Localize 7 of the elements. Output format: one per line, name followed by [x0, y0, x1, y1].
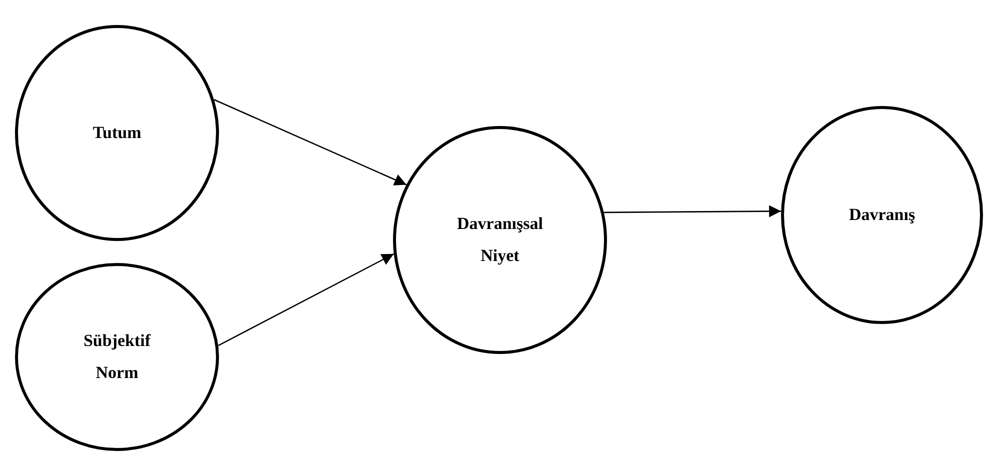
node-label: Tutum	[92, 122, 142, 144]
arrow	[218, 253, 394, 346]
node-label: Davranışsal Niyet	[456, 213, 544, 267]
node-label: Sübjektif Norm	[82, 330, 152, 384]
arrow	[214, 99, 407, 186]
node-label: Davranış	[848, 204, 916, 226]
arrow	[604, 205, 782, 218]
